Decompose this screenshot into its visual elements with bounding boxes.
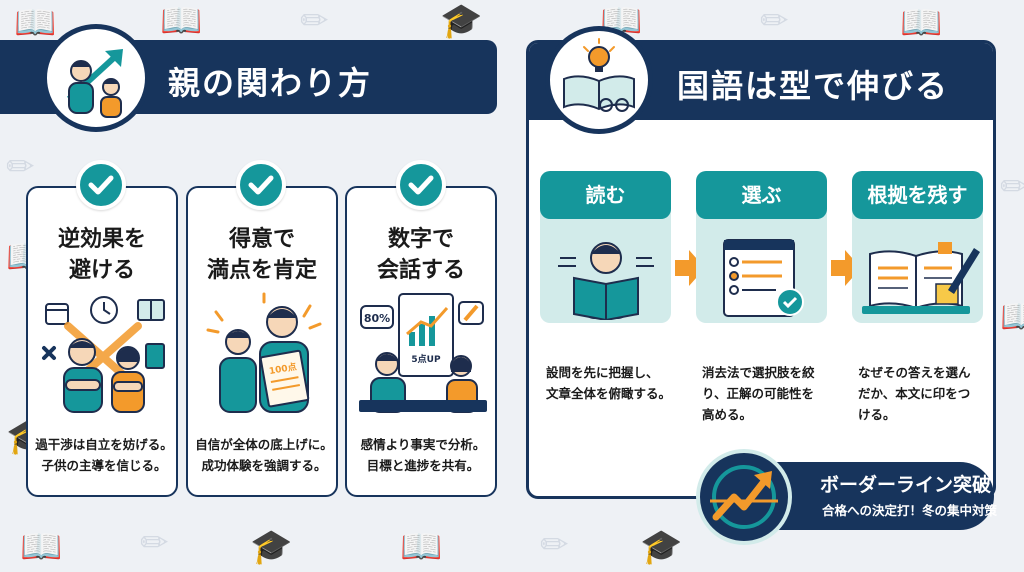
step-evidence-label: 根拠を残す: [852, 171, 983, 219]
book-lightbulb-icon: [563, 38, 635, 112]
book-idea-badge: [545, 26, 653, 134]
card-praise-strengths: 得意で 満点を肯定 100点 自信が全体の底上げに。 成功体験を強調する。: [186, 186, 338, 497]
step-evidence-description: なぜその答えを選ん だか、本文に印をつ ける。: [858, 362, 971, 425]
score-up-label: 5点UP: [411, 353, 441, 365]
book-doodle-icon: 📖: [900, 3, 943, 43]
card-title: 数字で 会話する: [347, 224, 495, 286]
arrow-right-icon: [831, 250, 861, 286]
card-title: 逆効果を 避ける: [28, 224, 176, 286]
check-icon: [236, 160, 286, 210]
step-read-description: 設問を先に把握し、 文章全体を俯瞰する。: [546, 362, 671, 404]
card-title-line: 得意で: [228, 227, 295, 252]
card-description: 自信が全体の底上げに。 成功体験を強調する。: [194, 434, 334, 476]
book-doodle-icon: 📖: [160, 1, 203, 41]
card-text-line: 成功体験を強調する。: [201, 458, 327, 473]
upward-arrow-badge: [696, 449, 792, 545]
card-title: 得意で 満点を肯定: [188, 224, 336, 286]
banner-title: ボーダーライン突破: [820, 474, 992, 496]
card-description: 感情より事実で分析。 目標と進捗を共有。: [353, 434, 493, 476]
step-text-line: だか、本文に印をつ: [858, 386, 971, 401]
crossed-arms-illustration: [42, 296, 165, 413]
book-doodle-icon: 📖: [14, 3, 57, 43]
card-text-line: 過干渉は自立を妨げる。: [35, 437, 173, 452]
step-text-line: 設問を先に把握し、: [546, 365, 659, 380]
card-text-line: 感情より事実で分析。: [360, 437, 486, 452]
step-text-line: 消去法で選択肢を絞: [702, 365, 815, 380]
card-title-line: 避ける: [68, 258, 135, 283]
book-doodle-icon: 📖: [400, 527, 443, 567]
step-text-line: ける。: [858, 407, 896, 422]
book-doodle-icon: 📖: [20, 527, 63, 567]
card-description: 過干渉は自立を妨げる。 子供の主導を信じる。: [34, 434, 174, 476]
book-doodle-icon: 📖: [1000, 297, 1024, 337]
parent-child-icon: [66, 49, 123, 118]
cap-doodle-icon: 🎓: [440, 1, 483, 41]
step-read-label: 読む: [540, 171, 671, 219]
step-text-line: 高める。: [702, 407, 753, 422]
reading-child-icon: [558, 242, 654, 320]
card-title-line: 逆効果を: [57, 227, 146, 252]
step-text-line: り、正解の可能性を: [702, 386, 815, 401]
card-title-line: 満点を肯定: [206, 258, 317, 283]
step-text-line: 文章全体を俯瞰する。: [546, 386, 672, 401]
pencil-doodle-icon: ✏: [300, 1, 329, 41]
data-discussion-illustration: 80% 5点UP: [359, 293, 487, 413]
card-text-line: 目標と進捗を共有。: [366, 458, 480, 473]
pencil-doodle-icon: ✏: [140, 523, 169, 563]
pencil-doodle-icon: ✏: [6, 147, 35, 187]
left-section-title: 親の関わり方: [168, 64, 373, 102]
step-text-line: なぜその答えを選ん: [858, 365, 971, 380]
card-avoid-counterproductive: 逆効果を 避ける 過干渉は自立を妨げる。 子供の主導を信じる。: [26, 186, 178, 497]
step-select-description: 消去法で選択肢を絞 り、正解の可能性を 高める。: [702, 362, 815, 425]
trend-up-icon: [710, 465, 778, 529]
pencil-doodle-icon: ✏: [1000, 167, 1024, 207]
card-title-line: 会話する: [376, 258, 465, 283]
arrow-right-icon: [675, 250, 705, 286]
banner-subtitle: 合格への決定打！冬の集中対策: [822, 503, 998, 518]
card-title-line: 数字で: [387, 227, 454, 252]
cap-doodle-icon: 🎓: [640, 527, 683, 567]
check-icon: [76, 160, 126, 210]
card-text-line: 子供の主導を信じる。: [41, 458, 167, 473]
right-section-title: 国語は型で伸びる: [677, 67, 950, 105]
card-text-line: 自信が全体の底上げに。: [195, 437, 333, 452]
step-select-label: 選ぶ: [696, 171, 827, 219]
pencil-doodle-icon: ✏: [540, 525, 569, 565]
checklist-icon: [723, 239, 804, 317]
pencil-doodle-icon: ✏: [760, 1, 789, 41]
cap-doodle-icon: 🎓: [250, 527, 293, 567]
parent-child-badge: [42, 24, 150, 132]
praising-parent-illustration: 100点: [206, 292, 322, 413]
check-icon: [396, 160, 446, 210]
card-talk-in-numbers: 数字で 会話する 80% 5点UP 感情より事実で分析。 目標と進捗を共有。: [345, 186, 497, 497]
percent-bubble-label: 80%: [364, 312, 390, 325]
book-pen-icon: [862, 242, 980, 314]
